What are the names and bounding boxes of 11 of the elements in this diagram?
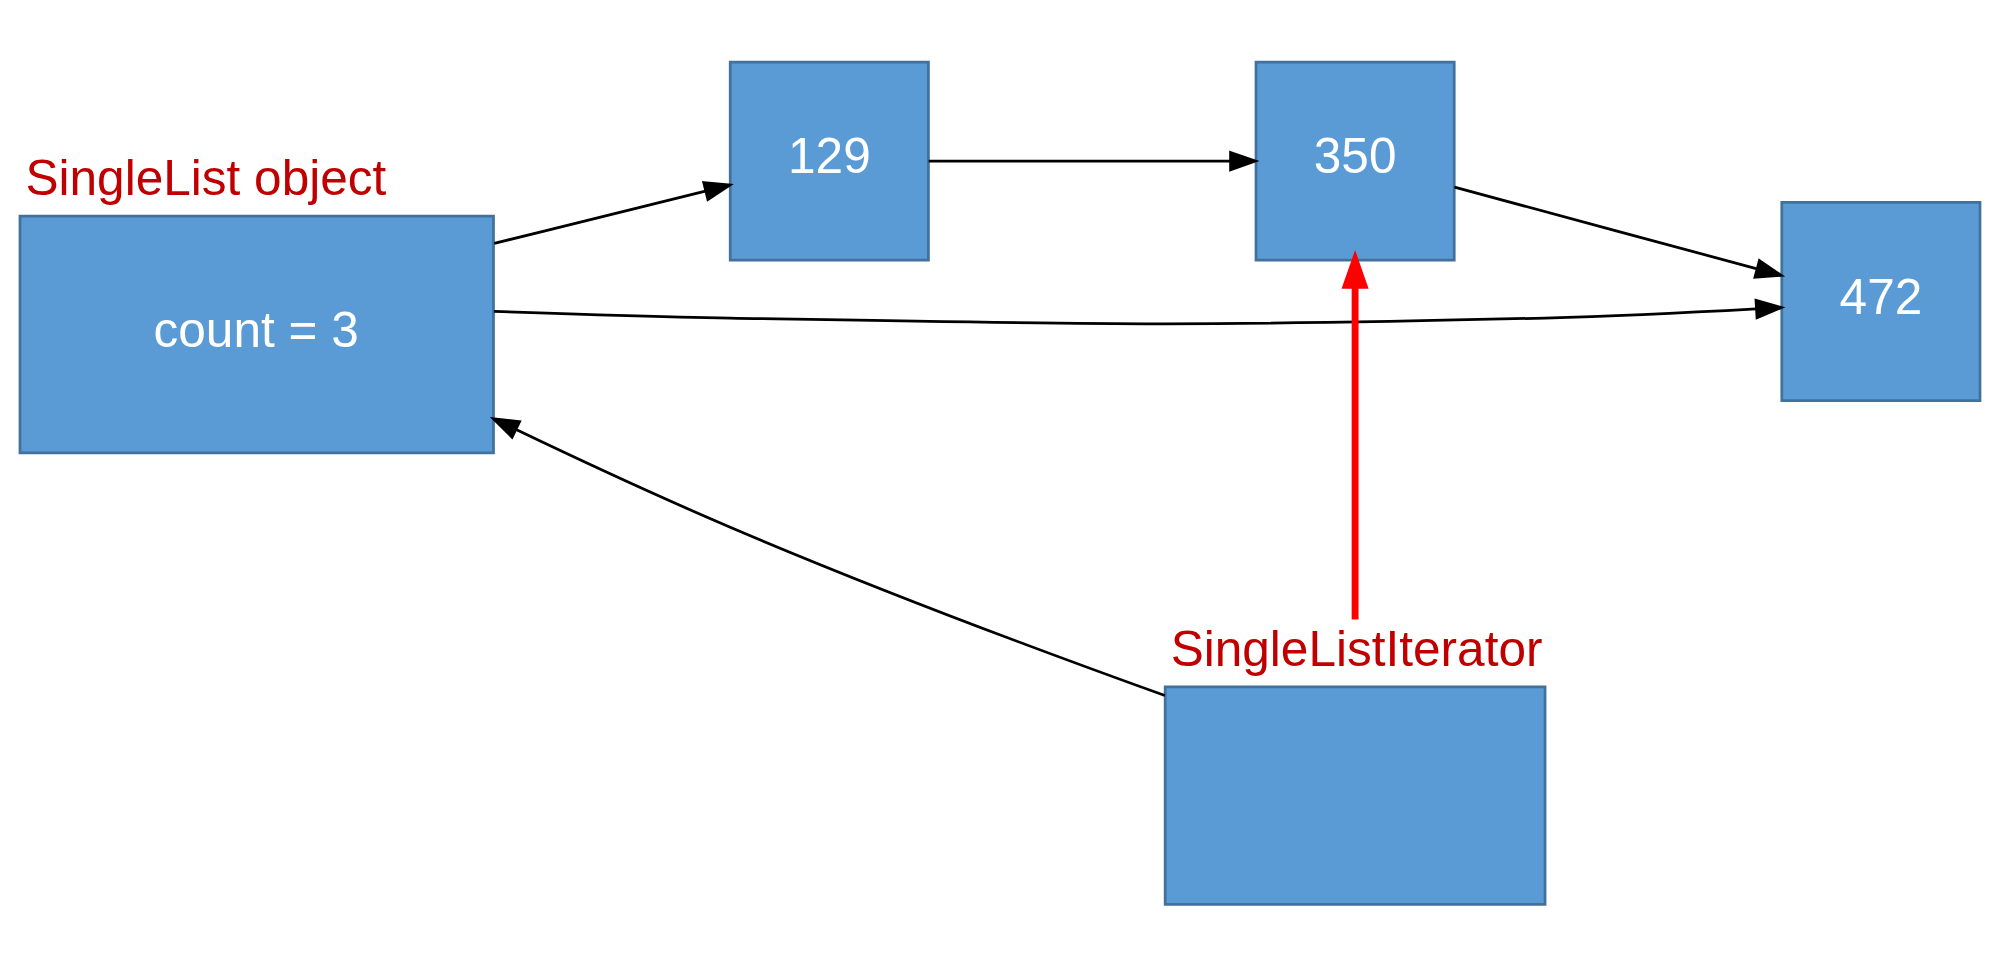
node-box: 129 [728,60,930,262]
node-box: 350 [1254,60,1456,262]
node-label: SingleList object [25,150,387,207]
node-label: SingleListIterator [1170,620,1543,677]
arrow [489,416,1166,697]
arrow [1454,185,1786,279]
node-box: 472 [1780,201,1982,402]
arrow [1341,250,1369,620]
arrow [493,181,734,245]
arrow [494,298,1786,326]
arrow [928,150,1260,172]
